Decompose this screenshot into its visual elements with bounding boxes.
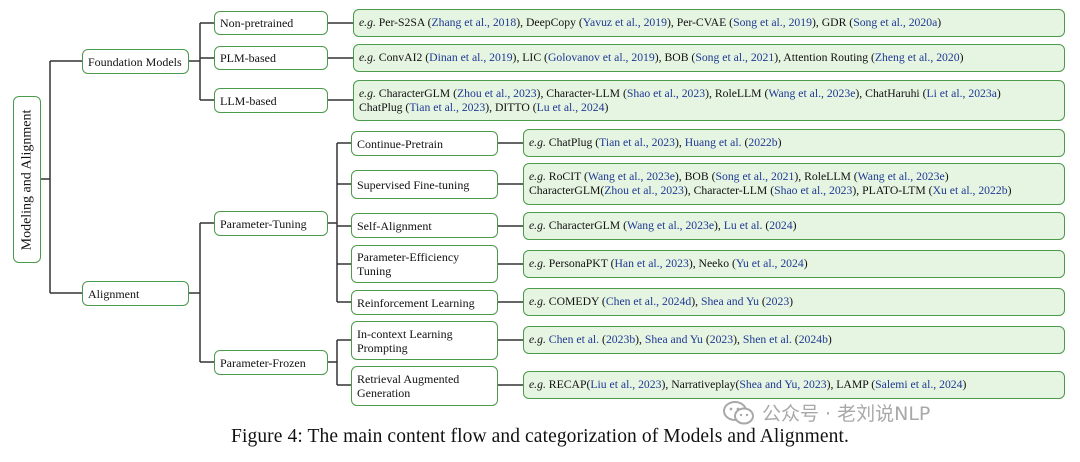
node-self-alignment-label: Self-Alignment	[357, 218, 432, 233]
wechat-icon	[723, 400, 754, 424]
leaf-retrieval-augmented-generation: e.g. RECAP(Liu et al., 2023), Narrativep…	[523, 371, 1065, 399]
leaf-non-pretrained: e.g. Per-S2SA (Zhang et al., 2018), Deep…	[353, 9, 1065, 37]
node-foundation-models-label: Foundation Models	[88, 54, 182, 69]
node-retrieval-augmented-generation: Retrieval Augmented Generation	[351, 366, 498, 406]
node-alignment-label: Alignment	[88, 286, 140, 301]
leaf-llm-based-text: e.g. CharacterGLM (Zhou et al., 2023), C…	[359, 86, 1001, 114]
node-reinforcement-learning: Reinforcement Learning	[351, 290, 498, 315]
root-node: Modeling and Alignment	[13, 96, 41, 263]
node-supervised-fine-tuning: Supervised Fine-tuning	[351, 170, 498, 199]
node-continue-pretrain: Continue-Pretrain	[351, 131, 498, 156]
node-parameter-efficiency-tuning: Parameter-Efficiency Tuning	[351, 245, 498, 283]
node-self-alignment: Self-Alignment	[351, 213, 498, 238]
node-plm-based-label: PLM-based	[220, 51, 276, 65]
node-parameter-tuning-label: Parameter-Tuning	[220, 216, 307, 231]
node-non-pretrained-label: Non-pretrained	[220, 16, 294, 30]
leaf-plm-based-text: e.g. ConvAI2 (Dinan et al., 2019), LIC (…	[359, 51, 964, 64]
leaf-self-alignment: e.g. CharacterGLM (Wang et al., 2023e), …	[523, 212, 1065, 240]
leaf-in-context-learning-prompting: e.g. Chen et al. (2023b), Shea and Yu (2…	[523, 326, 1065, 354]
root-label: Modeling and Alignment	[19, 109, 35, 250]
leaf-in-context-learning-prompting-text: e.g. Chen et al. (2023b), Shea and Yu (2…	[529, 333, 832, 346]
leaf-non-pretrained-text: e.g. Per-S2SA (Zhang et al., 2018), Deep…	[359, 16, 942, 29]
leaf-parameter-efficiency-tuning: e.g. PersonaPKT (Han et al., 2023), Neek…	[523, 250, 1065, 278]
node-alignment: Alignment	[82, 281, 189, 306]
leaf-llm-based: e.g. CharacterGLM (Zhou et al., 2023), C…	[353, 80, 1065, 121]
node-in-context-learning-prompting-label: In-context Learning Prompting	[357, 326, 453, 355]
watermark: 公众号 · 老刘说NLP	[722, 399, 930, 426]
leaf-plm-based: e.g. ConvAI2 (Dinan et al., 2019), LIC (…	[353, 44, 1065, 72]
leaf-supervised-fine-tuning-text: e.g. RoCIT (Wang et al., 2023e), BOB (So…	[529, 170, 1012, 197]
leaf-retrieval-augmented-generation-text: e.g. RECAP(Liu et al., 2023), Narrativep…	[529, 378, 967, 391]
watermark-text: 公众号 · 老刘说NLP	[762, 403, 931, 425]
node-non-pretrained: Non-pretrained	[214, 11, 328, 35]
node-supervised-fine-tuning-label: Supervised Fine-tuning	[357, 177, 470, 192]
leaf-self-alignment-text: e.g. CharacterGLM (Wang et al., 2023e), …	[529, 219, 797, 232]
node-retrieval-augmented-generation-label: Retrieval Augmented Generation	[357, 372, 460, 400]
leaf-reinforcement-learning-text: e.g. COMEDY (Chen et al., 2024d), Shea a…	[529, 295, 794, 308]
leaf-reinforcement-learning: e.g. COMEDY (Chen et al., 2024d), Shea a…	[523, 288, 1065, 316]
figure-caption: Figure 4: The main content flow and cate…	[231, 426, 849, 447]
leaf-continue-pretrain: e.g. ChatPlug (Tian et al., 2023), Huang…	[523, 129, 1065, 157]
node-plm-based: PLM-based	[214, 46, 328, 70]
node-llm-based-label: LLM-based	[220, 93, 277, 108]
node-llm-based: LLM-based	[214, 88, 328, 113]
node-reinforcement-learning-label: Reinforcement Learning	[357, 295, 475, 310]
node-parameter-efficiency-tuning-label: Parameter-Efficiency Tuning	[357, 250, 460, 278]
node-parameter-frozen-label: Parameter-Frozen	[220, 355, 306, 370]
leaf-parameter-efficiency-tuning-text: e.g. PersonaPKT (Han et al., 2023), Neek…	[529, 257, 808, 270]
node-parameter-frozen: Parameter-Frozen	[214, 350, 328, 375]
leaf-continue-pretrain-text: e.g. ChatPlug (Tian et al., 2023), Huang…	[529, 136, 782, 149]
leaf-supervised-fine-tuning: e.g. RoCIT (Wang et al., 2023e), BOB (So…	[523, 163, 1065, 205]
node-continue-pretrain-label: Continue-Pretrain	[357, 136, 443, 151]
node-in-context-learning-prompting: In-context Learning Prompting	[351, 321, 498, 360]
node-foundation-models: Foundation Models	[82, 49, 189, 74]
node-parameter-tuning: Parameter-Tuning	[214, 211, 328, 236]
